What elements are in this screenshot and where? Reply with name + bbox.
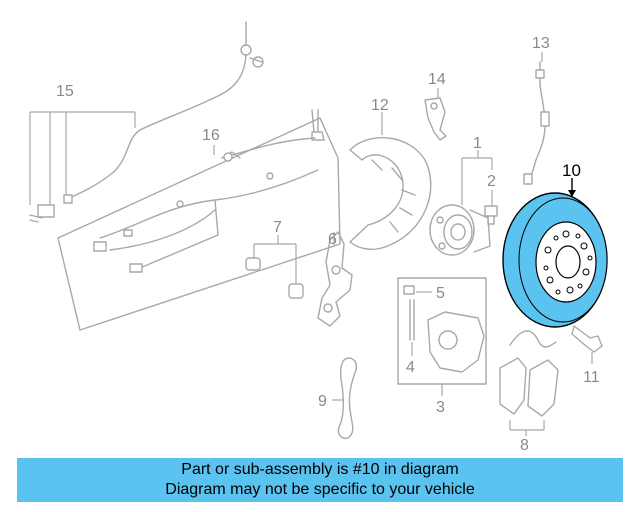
callout-5: 5 bbox=[436, 285, 445, 302]
callout-14: 14 bbox=[428, 71, 446, 88]
spring-clip bbox=[337, 357, 358, 439]
guide-pins bbox=[245, 257, 304, 299]
brake-disc-highlighted bbox=[502, 192, 608, 328]
wheel-speed-sensor bbox=[424, 97, 447, 141]
callout-7: 7 bbox=[273, 219, 282, 236]
wheel-hub bbox=[429, 204, 491, 256]
callout-15: 15 bbox=[56, 83, 74, 100]
callout-3: 3 bbox=[436, 399, 445, 416]
hub-bolt bbox=[484, 205, 498, 225]
abs-sensor-cable bbox=[29, 21, 264, 223]
callout-8: 8 bbox=[520, 437, 529, 454]
callout-12: 12 bbox=[371, 97, 389, 114]
brake-shield bbox=[349, 136, 432, 250]
callout-6: 6 bbox=[328, 231, 337, 248]
banner-line-part: Part or sub-assembly is #10 in diagram bbox=[181, 461, 459, 478]
brake-pads bbox=[499, 330, 559, 417]
leader-lines bbox=[29, 52, 593, 436]
info-banner: Part or sub-assembly is #10 in diagram D… bbox=[17, 458, 623, 502]
callout-numbers: 15 16 12 14 13 1 2 10 7 6 5 4 3 9 8 11 bbox=[56, 35, 600, 454]
wiring-harness-panel bbox=[57, 109, 341, 331]
callout-2: 2 bbox=[487, 173, 496, 190]
disc-screw bbox=[571, 325, 603, 353]
callout-9: 9 bbox=[318, 393, 327, 410]
callout-1: 1 bbox=[473, 135, 482, 152]
banner-line-disclaimer: Diagram may not be specific to your vehi… bbox=[165, 481, 475, 498]
sensor-line bbox=[523, 61, 550, 185]
callout-13: 13 bbox=[532, 35, 550, 52]
callout-4: 4 bbox=[406, 359, 415, 376]
callout-11: 11 bbox=[583, 369, 600, 386]
callout-16: 16 bbox=[202, 127, 220, 144]
callout-10: 10 bbox=[562, 161, 581, 180]
caliper-bracket bbox=[317, 231, 353, 327]
